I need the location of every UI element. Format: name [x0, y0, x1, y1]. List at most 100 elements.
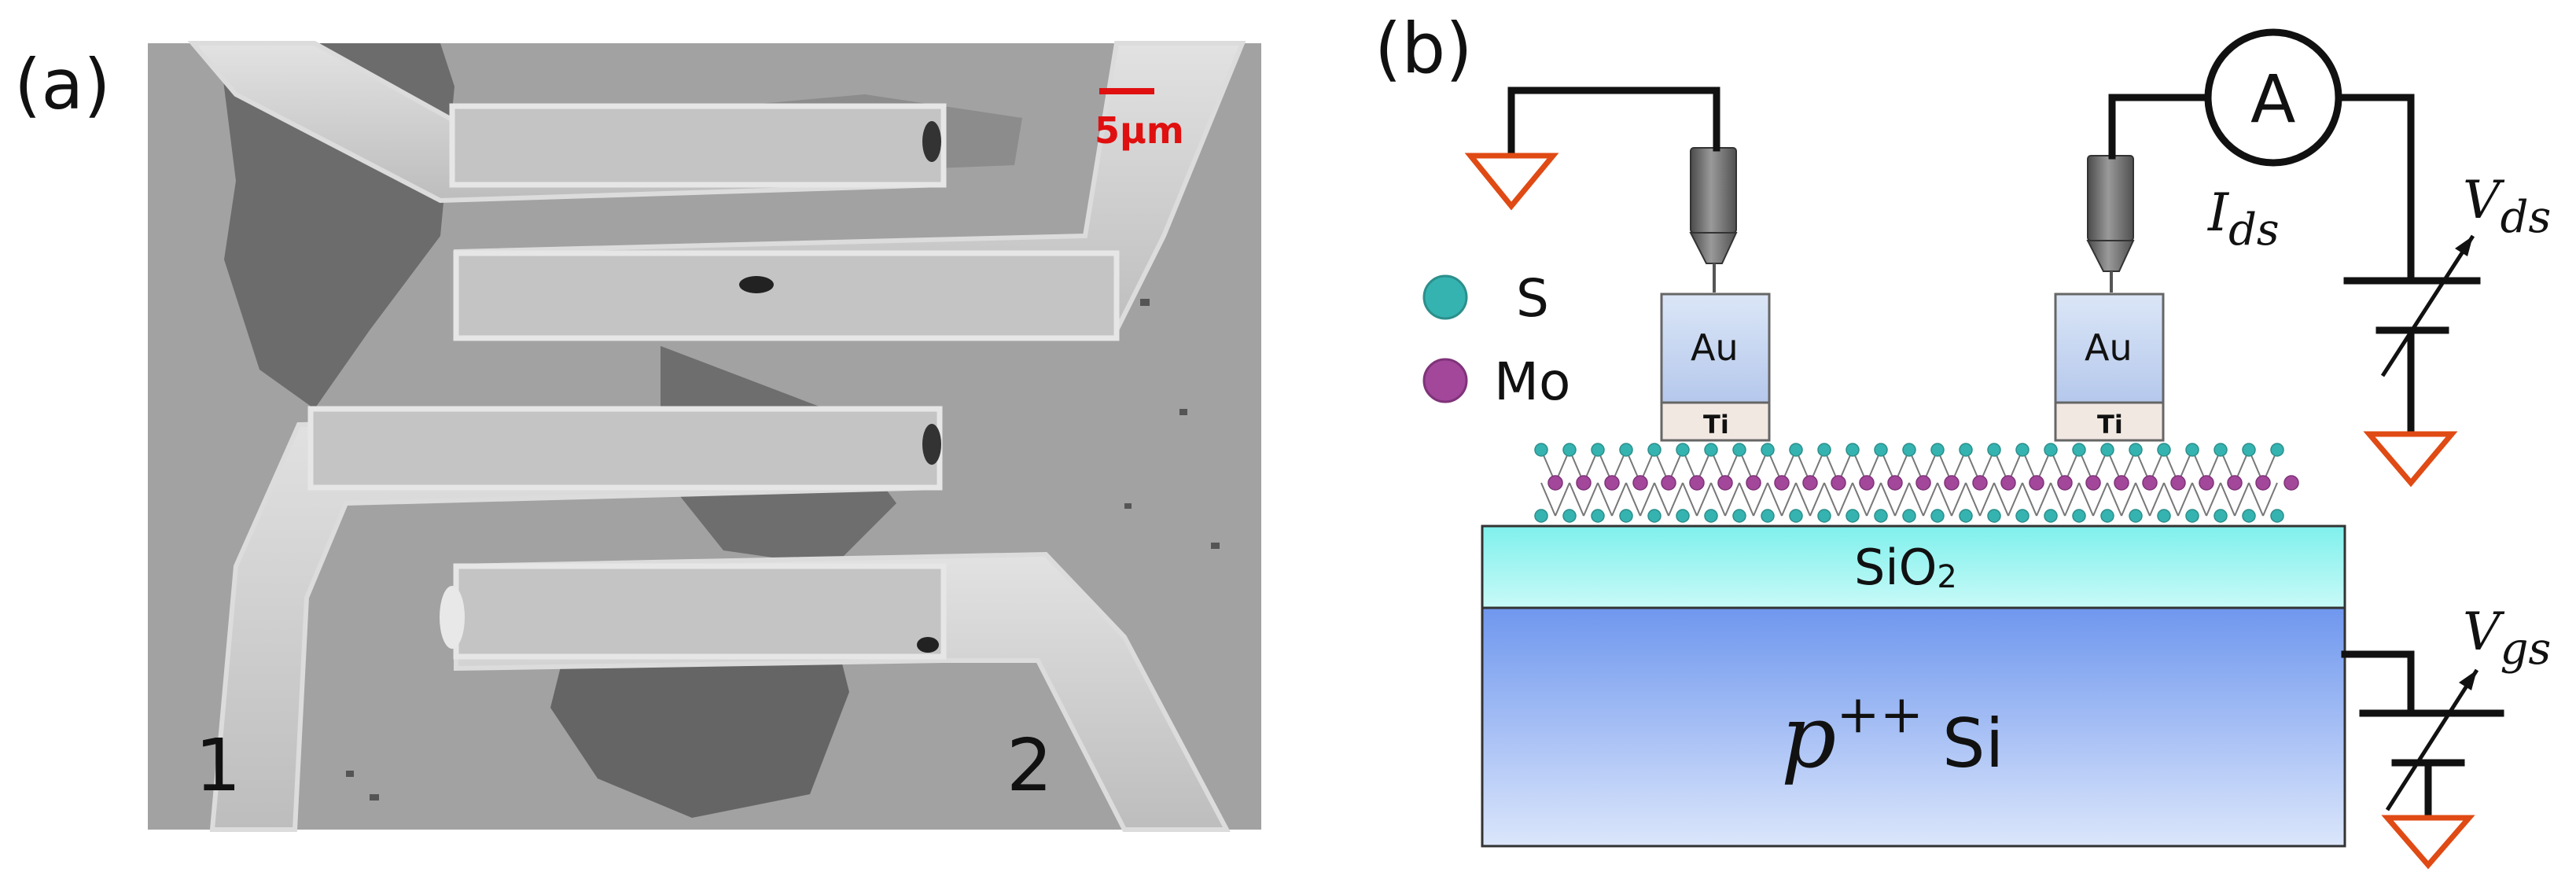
left-probe	[1689, 147, 1738, 293]
sem-image: 5μm 1 2	[148, 41, 1261, 832]
sulfur-atom	[2270, 509, 2284, 523]
oxide-label: SiO2	[1854, 539, 1957, 596]
sulfur-atom	[1761, 509, 1775, 523]
sulfur-atom	[1704, 443, 1718, 457]
panel-a-label: (a)	[14, 44, 111, 125]
drain-voltage-subscript: ds	[2501, 192, 2552, 243]
lattice-bond	[1894, 482, 1910, 517]
molybdenum-atom	[2227, 475, 2243, 491]
lattice-bond	[1908, 482, 1924, 517]
sulfur-legend-marker	[1422, 274, 1468, 320]
sulfur-atom	[1987, 443, 2001, 457]
molybdenum-atom	[1547, 475, 1563, 491]
sulfur-atom	[1902, 443, 1916, 457]
drain-ground-symbol	[2363, 431, 2458, 488]
mos2-monolayer	[1534, 443, 2299, 523]
left-gold-pad	[1660, 293, 1771, 404]
lattice-bond	[1767, 482, 1783, 517]
gate-voltage-label: Vgs	[2463, 602, 2551, 675]
sulfur-atom	[2072, 443, 2086, 457]
right-probe	[2086, 155, 2135, 293]
lattice-bond	[2121, 482, 2136, 517]
lattice-bond	[1866, 482, 1882, 517]
lattice-bond	[1555, 482, 1570, 517]
sulfur-atom	[2214, 509, 2228, 523]
sulfur-atom	[1874, 509, 1888, 523]
lattice-bond	[2248, 482, 2264, 517]
sulfur-atom	[2100, 509, 2114, 523]
sulfur-atom	[1619, 509, 1633, 523]
sulfur-atom	[1959, 443, 1973, 457]
drain-voltage-symbol: V	[2463, 170, 2505, 230]
lattice-bond	[1739, 482, 1754, 517]
gate-source-adjust-arrow	[2385, 668, 2479, 812]
sulfur-atom	[2015, 443, 2030, 457]
molybdenum-legend-marker	[1422, 358, 1468, 403]
silicon-substrate	[1481, 606, 2346, 848]
lattice-bond	[2149, 482, 2165, 517]
panel-b-label: (b)	[1374, 8, 1473, 89]
oxide-formula: SiO	[1854, 539, 1937, 596]
lattice-bond	[1880, 482, 1896, 517]
lattice-bond	[1823, 482, 1839, 517]
molybdenum-atom	[2085, 475, 2101, 491]
sulfur-atom	[1930, 443, 1945, 457]
molybdenum-atom	[1661, 475, 1676, 491]
lattice-bond	[2092, 482, 2108, 517]
right-titanium-pad	[2054, 401, 2165, 442]
gate-wire-top	[2341, 650, 2415, 717]
molybdenum-atom	[1632, 475, 1648, 491]
sulfur-atom	[2214, 443, 2228, 457]
left-titanium-pad	[1660, 401, 1771, 442]
sulfur-atom	[1817, 509, 1831, 523]
sulfur-legend-label: S	[1516, 268, 1549, 329]
sulfur-atom	[1987, 509, 2001, 523]
oxide-layer	[1481, 524, 2346, 609]
sulfur-atom	[2129, 509, 2143, 523]
lattice-bond	[1540, 482, 1556, 517]
sulfur-atom	[1874, 443, 1888, 457]
sulfur-atom	[1591, 509, 1605, 523]
lattice-bond	[1639, 482, 1655, 517]
drain-source-wire-top	[2335, 94, 2415, 285]
lattice-bond	[1923, 482, 1938, 517]
sulfur-atom	[2242, 443, 2256, 457]
current-label: Ids	[2207, 182, 2280, 256]
lattice-bond	[1696, 482, 1712, 517]
left-contact: Au Ti	[1660, 293, 1771, 442]
molybdenum-atom	[1972, 475, 1988, 491]
sulfur-atom	[2157, 443, 2171, 457]
sulfur-atom	[1732, 443, 1746, 457]
molybdenum-atom	[2029, 475, 2044, 491]
molybdenum-atom	[2114, 475, 2129, 491]
molybdenum-atom	[2057, 475, 2073, 491]
lattice-bond	[1654, 482, 1669, 517]
molybdenum-atom	[1887, 475, 1903, 491]
sulfur-atom	[2242, 509, 2256, 523]
sulfur-atom	[1562, 443, 1577, 457]
lattice-bond	[2177, 482, 2193, 517]
molybdenum-legend-label: Mo	[1494, 351, 1570, 412]
molybdenum-atom	[2170, 475, 2186, 491]
gate-ground-symbol	[2381, 815, 2475, 870]
scale-bar-label: 5μm	[1095, 109, 1184, 152]
current-symbol: I	[2207, 182, 2230, 243]
lattice-bond	[2036, 482, 2052, 517]
substrate-label: p++Si	[1781, 684, 2004, 787]
molybdenum-atom	[1746, 475, 1761, 491]
left-gold-label: Au	[1691, 326, 1739, 369]
molybdenum-atom	[1802, 475, 1818, 491]
substrate-symbol: p	[1781, 686, 1836, 787]
lattice-bond	[1710, 482, 1726, 517]
molybdenum-atom	[2283, 475, 2299, 491]
lattice-bond	[1724, 482, 1740, 517]
lattice-bond	[1668, 482, 1684, 517]
lattice-bond	[1852, 482, 1868, 517]
lattice-bond	[2107, 482, 2122, 517]
sulfur-atom	[2185, 443, 2199, 457]
sulfur-atom	[1534, 509, 1548, 523]
lattice-bond	[2050, 482, 2066, 517]
sulfur-atom	[1704, 509, 1718, 523]
molybdenum-atom	[1774, 475, 1790, 491]
lattice-bond	[2163, 482, 2179, 517]
